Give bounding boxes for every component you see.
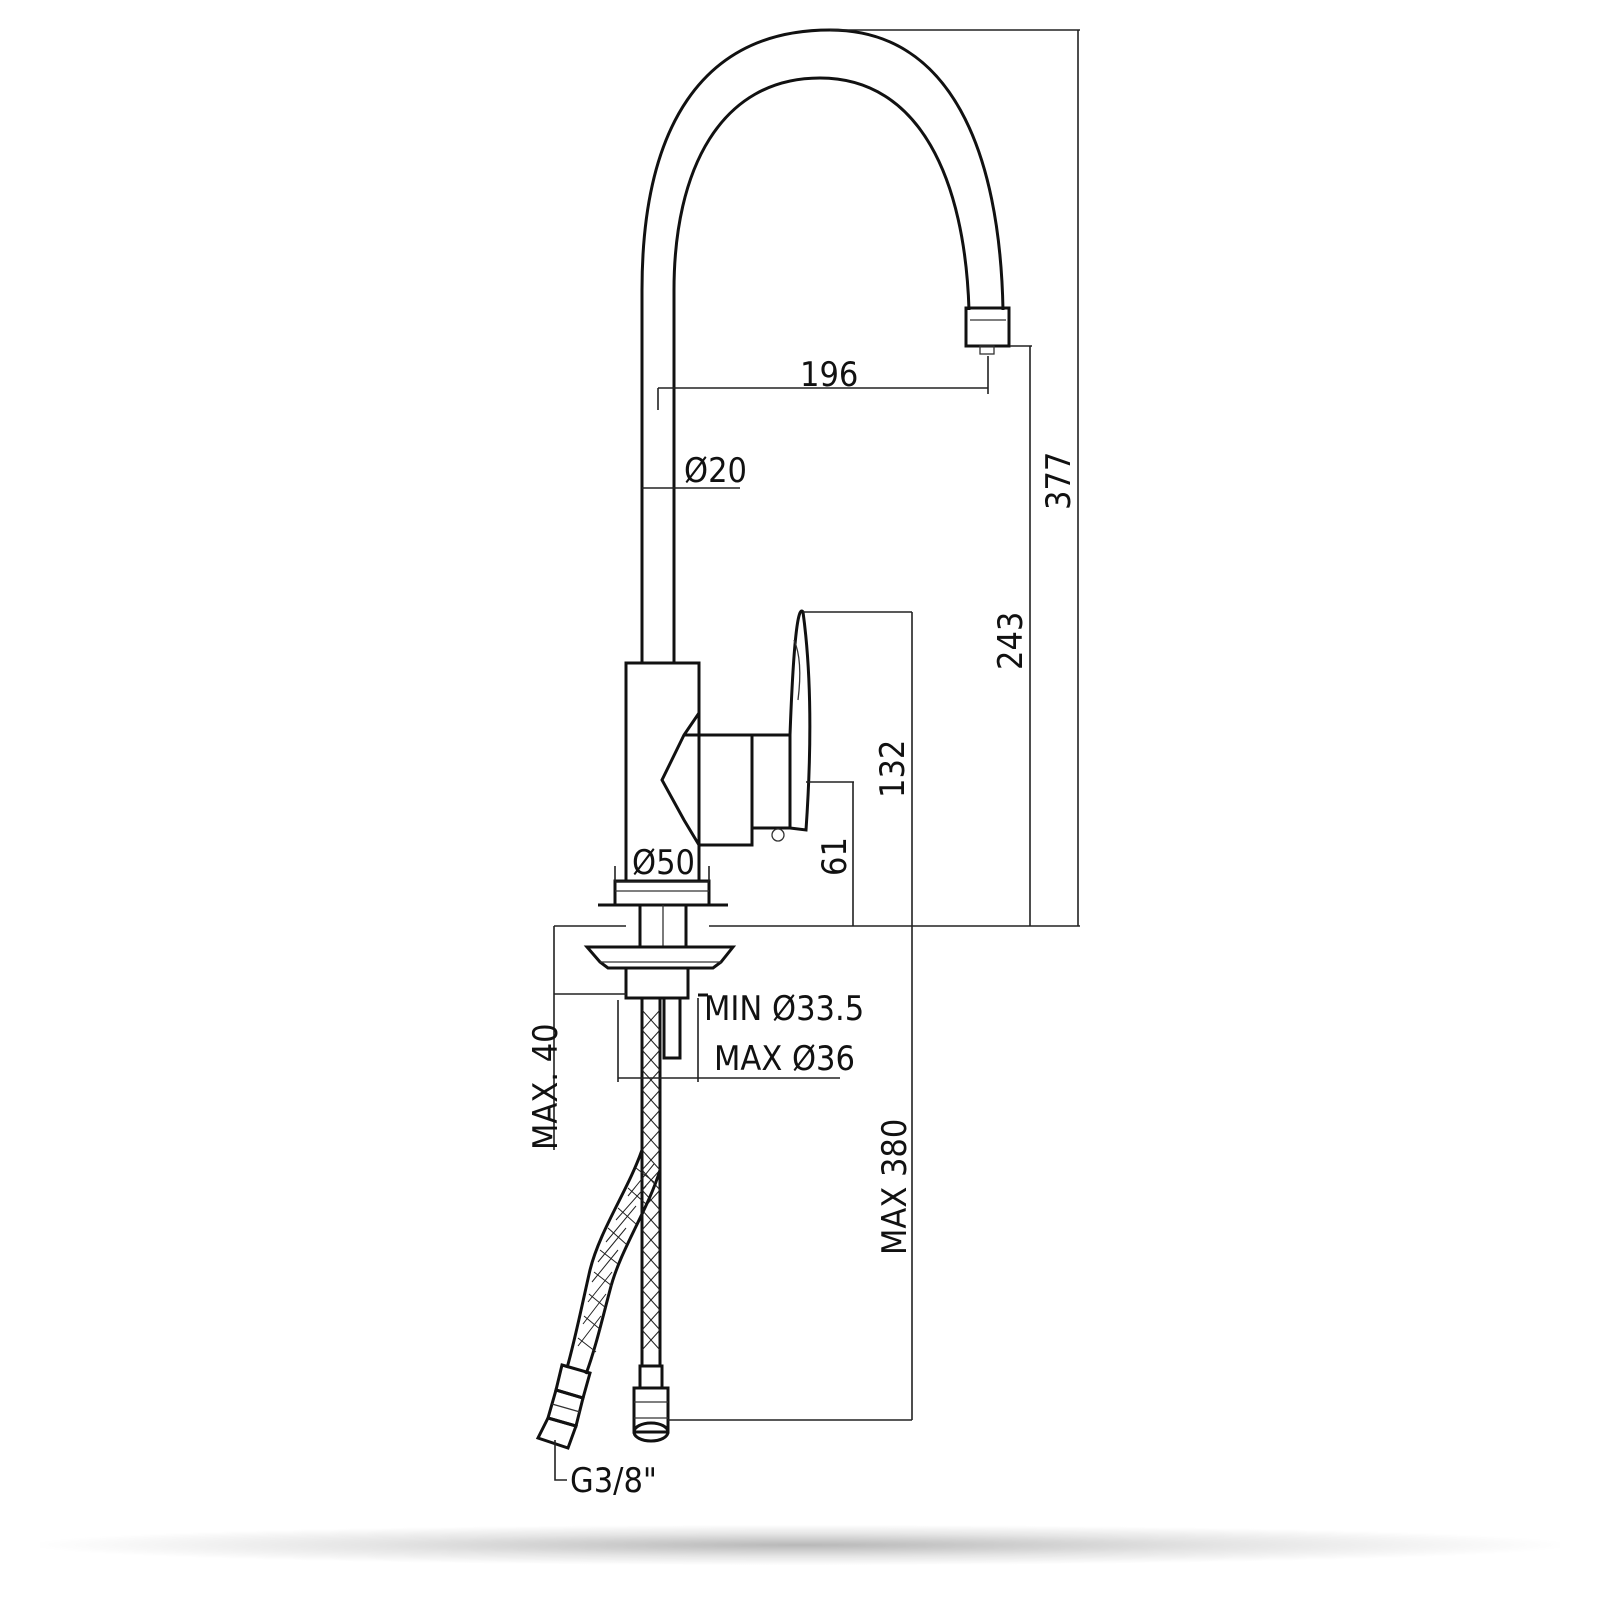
dim-max-hole: MAX Ø36 bbox=[714, 1039, 855, 1079]
dimension-labels: 196 Ø20 377 243 132 61 Ø50 MIN Ø33.5 MAX… bbox=[526, 355, 1079, 1501]
dim-body-diameter: Ø50 bbox=[632, 843, 695, 883]
dim-min-hole: MIN Ø33.5 bbox=[704, 989, 864, 1029]
fixing-kit bbox=[583, 903, 737, 1060]
dim-spout-diameter: Ø20 bbox=[684, 451, 747, 491]
braided-hoses bbox=[535, 998, 670, 1450]
dim-max-deck-thickness: MAX. 40 bbox=[526, 1023, 566, 1150]
dim-lever-height: 132 bbox=[873, 740, 913, 798]
dim-total-height: 377 bbox=[1039, 452, 1079, 510]
spout bbox=[640, 28, 1011, 663]
dim-outlet-height: 243 bbox=[991, 612, 1031, 670]
dim-spout-reach: 196 bbox=[800, 355, 858, 395]
dim-lever-axis-height: 61 bbox=[815, 837, 855, 876]
dim-max-hose-length: MAX 380 bbox=[875, 1119, 915, 1255]
dim-hose-thread: G3/8" bbox=[570, 1461, 657, 1501]
floor-shadow bbox=[40, 1525, 1560, 1565]
lever-handle bbox=[660, 609, 812, 847]
dimension-lines bbox=[553, 29, 1080, 1481]
